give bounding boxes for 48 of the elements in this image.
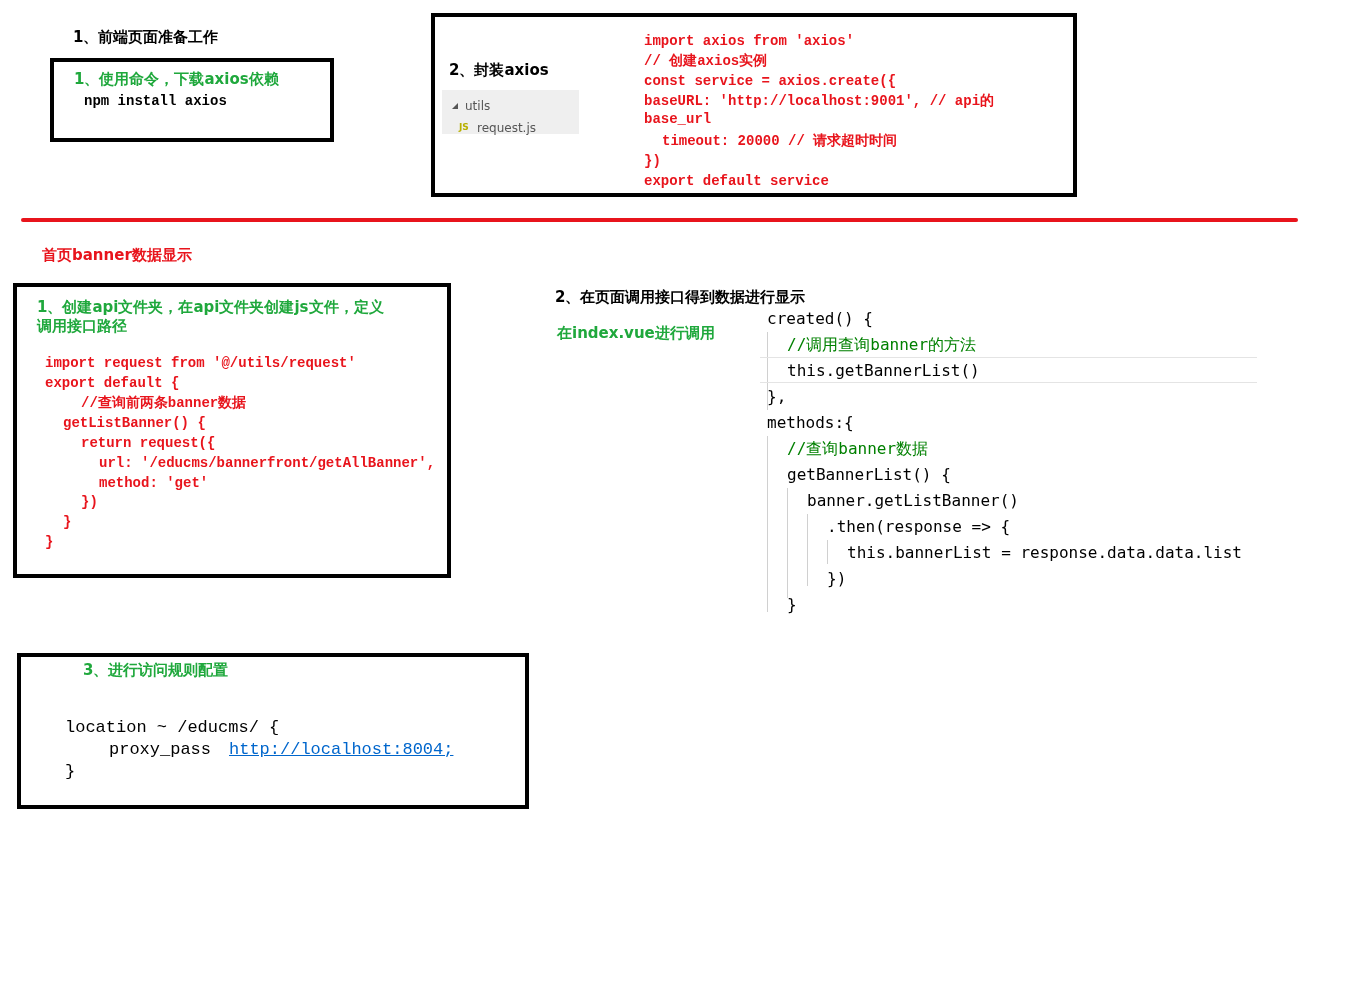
config-line: } bbox=[65, 761, 76, 783]
code-line: } bbox=[787, 595, 797, 615]
code-line: this.getBannerList() bbox=[787, 361, 980, 381]
code-line: }, bbox=[767, 387, 787, 407]
code-line: export default { bbox=[45, 375, 180, 393]
code-line: export default service bbox=[644, 173, 829, 191]
step-heading: 2、在页面调用接口得到数据进行显示 bbox=[555, 288, 806, 307]
code-line: methods:{ bbox=[767, 413, 854, 433]
code-line: this.bannerList = response.data.data.list bbox=[847, 543, 1242, 563]
code-line: method: 'get' bbox=[99, 475, 209, 493]
code-comment: //查询banner数据 bbox=[787, 439, 929, 459]
note-text: 在index.vue进行调用 bbox=[557, 324, 715, 343]
code-line: created() { bbox=[767, 309, 873, 329]
code-line: } bbox=[63, 514, 72, 532]
code-line: }) bbox=[827, 569, 847, 589]
code-line: } bbox=[45, 534, 54, 552]
code-card bbox=[431, 13, 1077, 197]
step-heading: 2、封装axios bbox=[449, 61, 549, 80]
file-label: request.js bbox=[477, 121, 536, 136]
code-line: getListBanner() { bbox=[63, 415, 206, 433]
code-card bbox=[13, 283, 451, 578]
file-type-icon: JS bbox=[459, 122, 469, 134]
command-text: npm install axios bbox=[84, 93, 227, 111]
code-line: url: '/educms/bannerfront/getAllBanner', bbox=[99, 455, 436, 473]
code-line: }) bbox=[81, 494, 98, 512]
step-heading: 1、使用命令，下载axios依赖 bbox=[74, 70, 279, 89]
config-line: location ~ /educms/ { bbox=[65, 717, 280, 739]
code-card bbox=[17, 653, 529, 809]
code-line: timeout: 20000 // 请求超时时间 bbox=[662, 133, 898, 151]
code-line: const service = axios.create({ bbox=[644, 73, 897, 91]
step-heading: 3、进行访问规则配置 bbox=[83, 661, 229, 680]
folder-label: utils bbox=[465, 99, 491, 114]
section-heading: 首页banner数据显示 bbox=[42, 246, 192, 265]
code-line: import request from '@/utils/request' bbox=[45, 355, 356, 373]
url-link: http://localhost:8004; bbox=[229, 739, 454, 761]
code-line: banner.getListBanner() bbox=[807, 491, 1019, 511]
code-line: import axios from 'axios' bbox=[644, 33, 855, 51]
code-comment: //调用查询banner的方法 bbox=[787, 335, 977, 355]
config-line: proxy_pass bbox=[109, 739, 212, 761]
code-comment: //查询前两条banner数据 bbox=[81, 395, 247, 413]
code-line: }) bbox=[644, 153, 661, 171]
code-comment: // 创建axios实例 bbox=[644, 53, 768, 71]
code-line: getBannerList() { bbox=[787, 465, 951, 485]
code-card bbox=[50, 58, 334, 142]
code-line: baseURL: 'http://localhost:9001', // api的 base_url bbox=[644, 93, 996, 128]
code-line: return request({ bbox=[81, 435, 216, 453]
code-line: .then(response => { bbox=[827, 517, 1011, 537]
step-heading: 1、创建api文件夹，在api文件夹创建js文件，定义调用接口路径 bbox=[37, 298, 385, 336]
